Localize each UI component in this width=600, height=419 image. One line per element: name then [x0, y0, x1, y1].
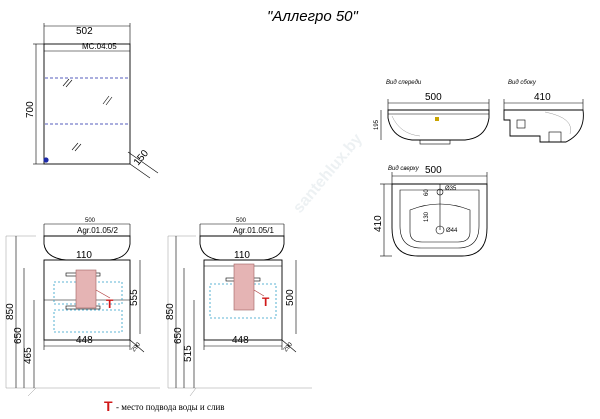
mirror-depth-label: 150	[132, 148, 151, 168]
cabinet-left-total-height-label: 850	[5, 303, 16, 320]
cabinet-left-supply-zone	[75, 269, 97, 309]
mirror-depth-dimension-line	[129, 163, 151, 179]
sink-front-view-label: Вид спереди	[386, 80, 422, 86]
cabinet-left-view: 500 Agr.01.05/2 Т 110 555 850 650 465	[5, 218, 160, 397]
cabinet-left-dim-110-label: 110	[76, 250, 92, 261]
sink-top-bowl-outline	[399, 189, 480, 249]
sink-top-hole-dia-label: Ø35	[445, 186, 457, 192]
cabinet-left-code-label: Agr.01.05/2	[77, 226, 118, 235]
cabinet-right-dim-110-label: 110	[234, 250, 250, 261]
legend: Т - место подвода воды и слив	[104, 398, 225, 414]
sink-top-bowl	[409, 203, 471, 243]
legend-marker: Т	[104, 398, 113, 414]
cabinet-left-height-465-label: 465	[23, 347, 34, 364]
mirror-width-label: 502	[76, 26, 93, 37]
sink-front-pedestal	[419, 139, 451, 145]
cabinet-right-depth-label: 290	[283, 341, 294, 353]
sink-front-width-label: 500	[425, 92, 442, 103]
sink-top-dim-130-label: 130	[424, 211, 430, 222]
legend-text: - место подвода воды и слив	[116, 402, 225, 412]
mirror-reflection-2	[102, 95, 110, 105]
cabinet-left-depth-label: 290	[131, 341, 142, 353]
cabinet-right-supply-zone	[233, 263, 255, 311]
mirror-view: 502 MC.04.05 700 150	[25, 23, 159, 179]
cabinet-left-height-650-label: 650	[13, 327, 24, 344]
sink-side-body	[503, 109, 584, 143]
sink-side-tap-hole	[516, 119, 526, 129]
cabinet-left-plumbing-zone-lower	[53, 309, 123, 333]
cabinet-right-code-label: Agr.01.05/1	[233, 226, 274, 235]
sink-front-height-label: 195	[374, 119, 380, 130]
cabinet-right-view: 500 Agr.01.05/1 Т 110 500 850 650 515 44…	[165, 218, 312, 397]
sink-front-view: Вид спереди 500 195	[374, 80, 490, 145]
mirror-reflection-1	[62, 78, 70, 87]
sink-top-depth-label: 410	[373, 215, 384, 232]
sink-side-view-label: Вид сбоку	[508, 80, 537, 86]
cabinet-right-top-width-label: 500	[236, 218, 247, 224]
cabinet-right-height-515-label: 515	[183, 345, 194, 362]
cabinet-left-top-width-label: 500	[85, 218, 96, 224]
cabinet-right-supply-marker: Т	[262, 295, 270, 309]
mirror-reflection-3	[71, 142, 79, 151]
sink-top-width-label: 500	[425, 165, 442, 176]
watermark: santehlux.by	[290, 131, 366, 217]
sink-top-view: Вид сверху 500 60 130 Ø35 Ø44 410	[373, 165, 488, 257]
cabinet-left-dim-555-label: 555	[129, 289, 140, 306]
mirror-hinge-dot	[43, 157, 49, 163]
sink-front-drain-marker	[435, 117, 439, 121]
cabinet-right-dim-500-label: 500	[285, 289, 296, 306]
sink-side-width-label: 410	[534, 92, 551, 103]
sink-top-dim-60-label: 60	[424, 189, 430, 196]
sink-front-body	[387, 109, 490, 141]
mirror-frame	[43, 43, 131, 165]
cabinet-left-bottom-width-label: 448	[76, 335, 93, 346]
cabinet-right-total-height-label: 850	[165, 303, 176, 320]
sink-top-view-label: Вид сверху	[388, 166, 420, 172]
mirror-code-label: MC.04.05	[82, 42, 117, 51]
cabinet-left-supply-marker: Т	[106, 297, 114, 311]
sink-side-drain	[548, 131, 562, 143]
sink-top-body	[391, 183, 488, 257]
cabinet-right-bottom-width-label: 448	[232, 335, 249, 346]
mirror-height-label: 700	[25, 101, 36, 118]
drawing-title: "Аллегро 50"	[267, 8, 359, 25]
cabinet-right-height-650-label: 650	[173, 327, 184, 344]
sink-top-drain-dia-label: Ø44	[446, 228, 458, 234]
sink-side-view: Вид сбоку 410	[503, 80, 584, 143]
